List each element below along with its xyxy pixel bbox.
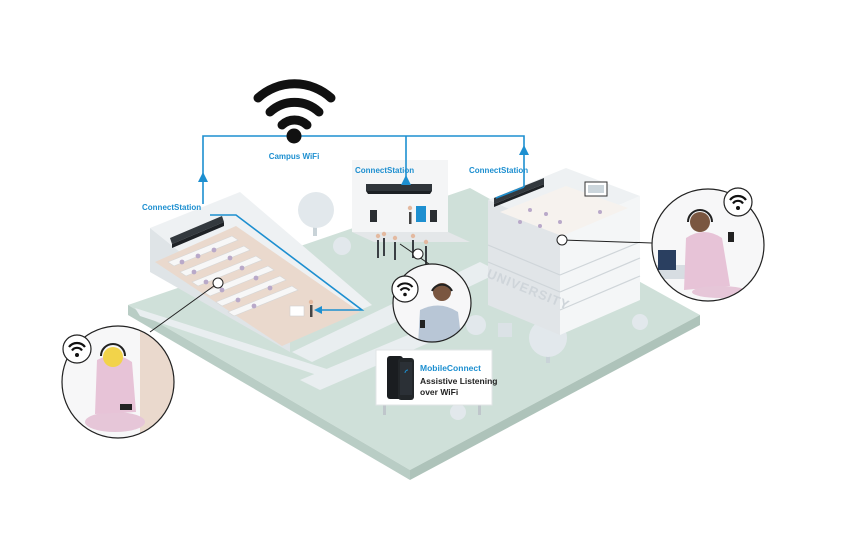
connectstation-label-center: ConnectStation — [355, 166, 414, 175]
campus-wifi-label: Campus WiFi — [269, 152, 320, 161]
smartphone-icon — [387, 356, 414, 400]
billboard-title: MobileConnect — [420, 363, 481, 373]
lecture-hall-building — [150, 192, 372, 352]
billboard-line-1: Assistive Listening — [420, 376, 497, 386]
wifi-badge-icon — [62, 334, 92, 364]
wifi-icon — [253, 79, 336, 144]
billboard-line-2: over WiFi — [420, 387, 458, 397]
listener-callout-center — [391, 263, 472, 343]
wifi-badge-icon — [391, 275, 419, 303]
listener-callout-right — [651, 187, 765, 302]
trees — [298, 192, 648, 420]
connectstation-label-right: ConnectStation — [469, 166, 528, 175]
connectstation-label-left: ConnectStation — [142, 203, 201, 212]
stage-venue — [352, 160, 470, 264]
university-building — [487, 168, 641, 337]
listener-callout-left — [61, 325, 175, 439]
wifi-badge-icon — [723, 187, 753, 217]
mobileconnect-billboard: MobileConnect Assistive Listening over W… — [375, 349, 497, 415]
arrowheads — [198, 145, 529, 314]
